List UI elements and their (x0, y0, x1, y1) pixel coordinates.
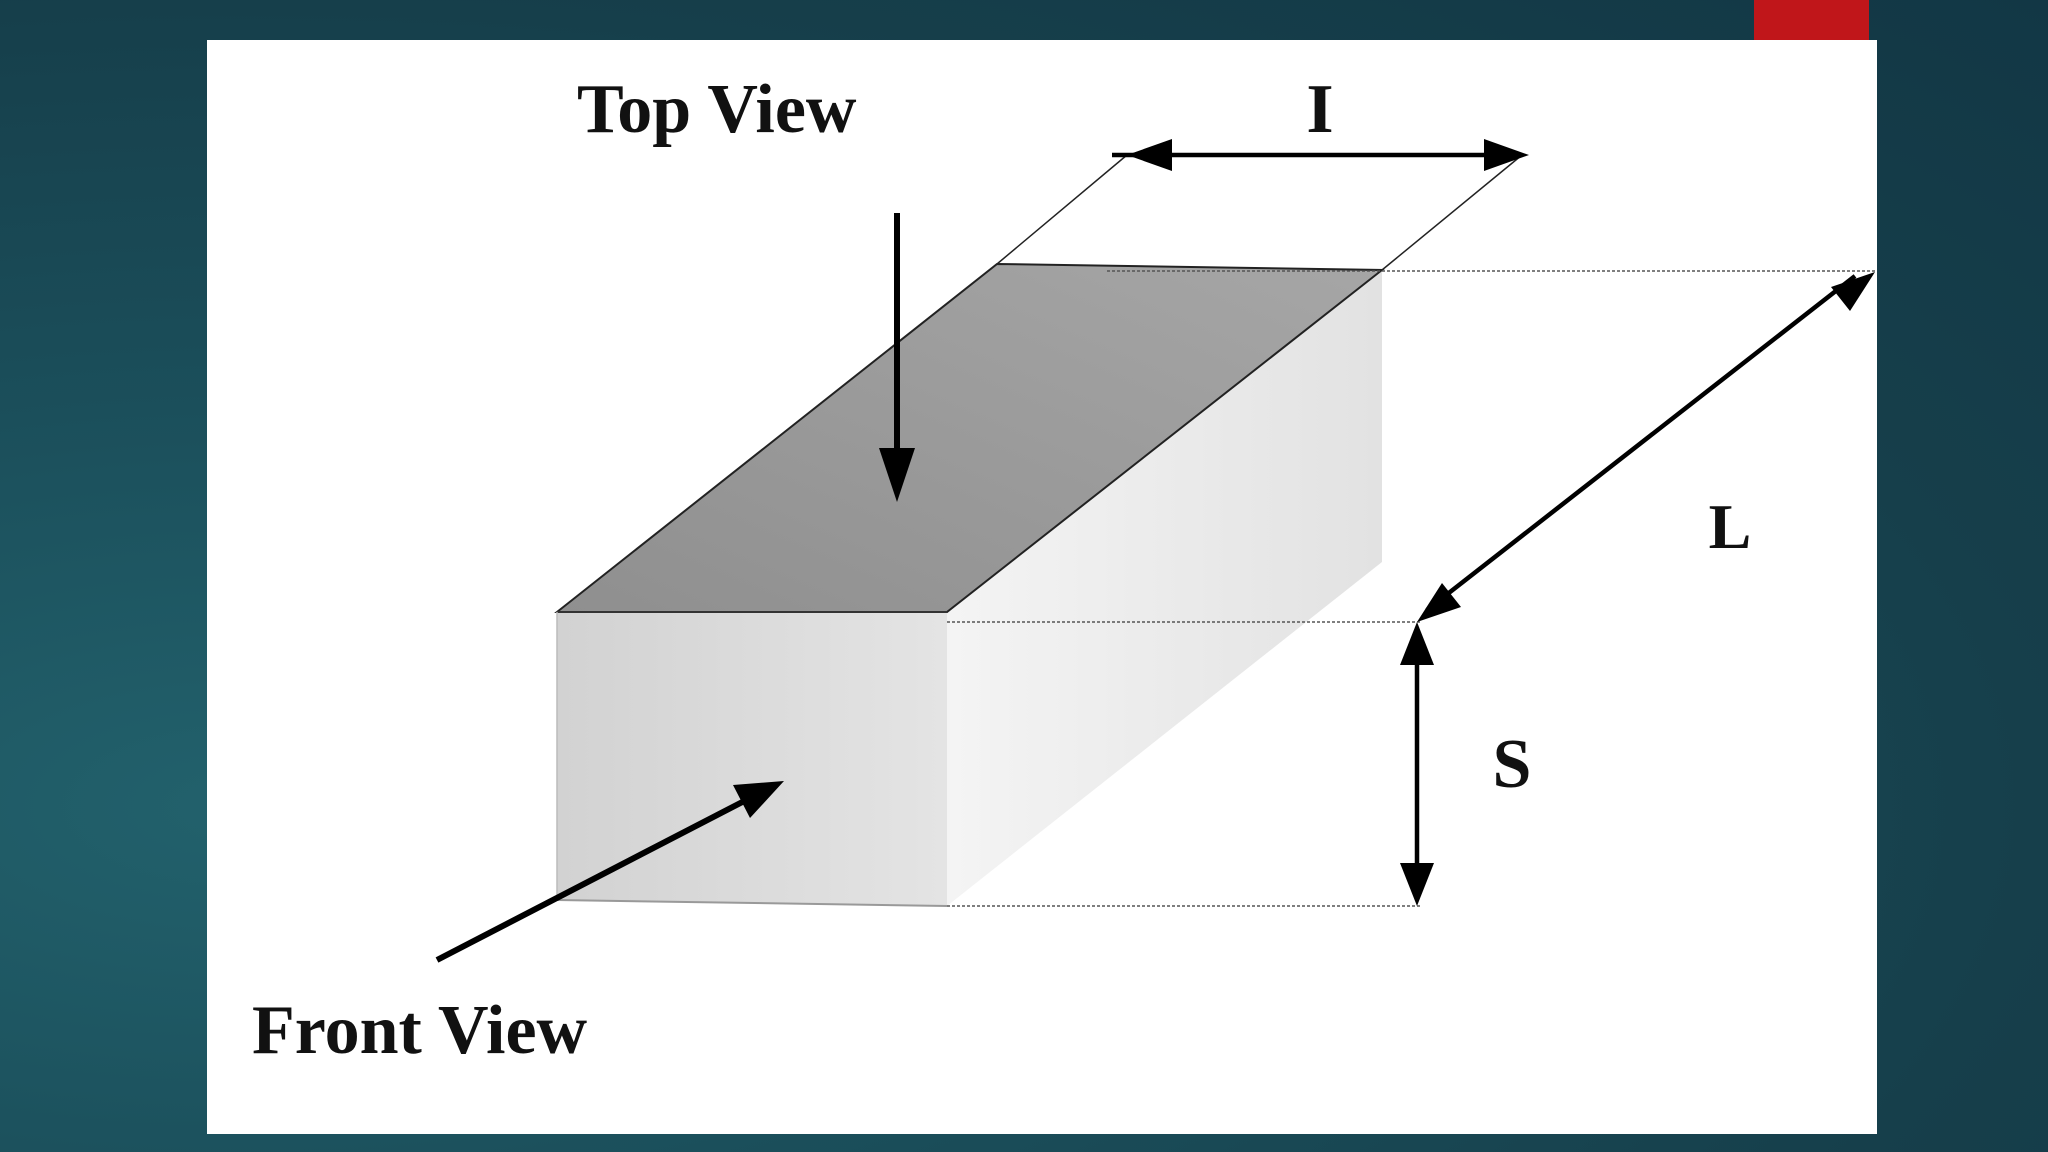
height-label-s: S (1493, 726, 1532, 803)
length-arrow-lower-head (1417, 583, 1461, 622)
width-label-i: I (1306, 71, 1333, 148)
slide-accent-bar (1754, 0, 1869, 40)
length-arrow-shaft (1425, 274, 1857, 612)
slide-panel: Top View Front View I L S (207, 40, 1877, 1134)
front-view-label: Front View (252, 992, 588, 1069)
rectangular-block-diagram: Top View Front View I L S (252, 71, 1877, 1069)
width-arrow-left-head (1127, 139, 1172, 171)
block-side-face (947, 270, 1382, 906)
width-arrow-right-head (1484, 139, 1529, 171)
block-front-face (557, 612, 947, 906)
length-arrow-upper-head (1831, 272, 1875, 311)
front-view-arrow-shaft (435, 794, 754, 963)
height-arrow-top-head (1400, 622, 1434, 665)
top-view-label: Top View (577, 71, 857, 148)
length-label-l: L (1709, 491, 1752, 562)
top-view-arrow-head (879, 448, 915, 502)
width-extension-line-left (996, 154, 1128, 265)
height-arrow-bottom-head (1400, 863, 1434, 906)
width-extension-line-right (1381, 154, 1523, 271)
front-view-arrow-head (733, 781, 784, 818)
block-front-bottom-edge (556, 899, 948, 907)
